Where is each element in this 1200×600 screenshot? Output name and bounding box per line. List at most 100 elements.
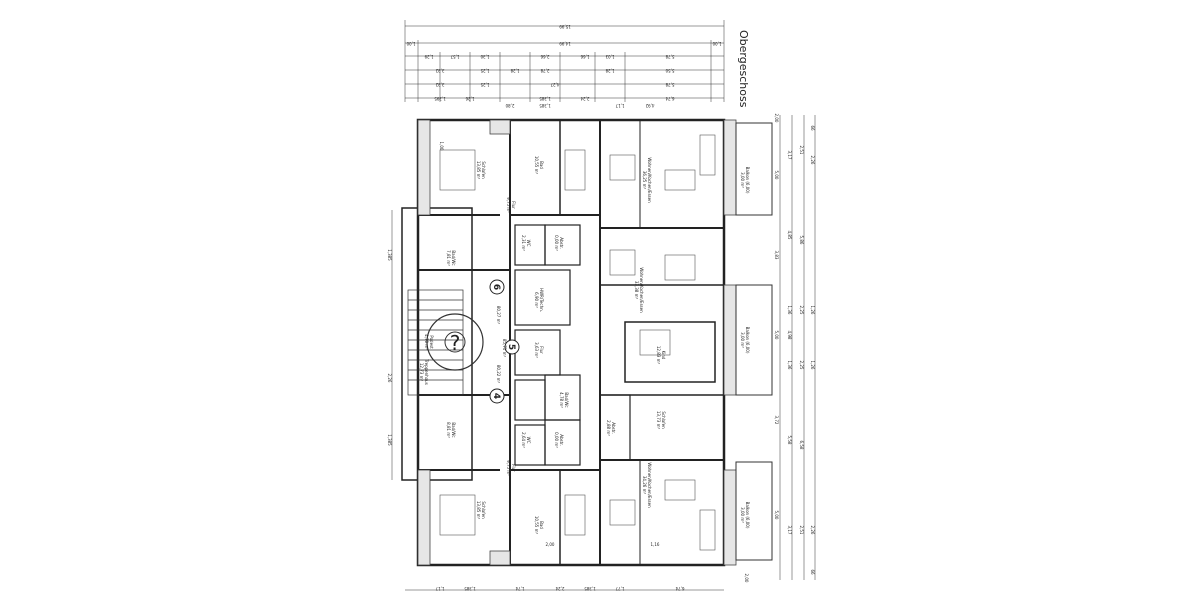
dim-text: 6,74: [665, 96, 674, 101]
unit-number: 5: [506, 344, 516, 350]
dim-text: 2,78: [540, 68, 549, 73]
dim-text: 2,80: [505, 103, 514, 108]
svg-text:6,90 m²: 6,90 m²: [534, 292, 539, 308]
dim-text: 1,26: [810, 306, 815, 315]
dim-text: 1,17: [615, 103, 624, 108]
svg-text:Schlafen: Schlafen: [481, 161, 486, 179]
room-label-bad-wc-top: Bad/Wc 7,81 m²: [446, 250, 456, 266]
svg-text:12,83 m²: 12,83 m²: [656, 346, 661, 365]
room-label-balkon-top: Balkon (6,00) 3,00 m²: [740, 167, 750, 194]
unit-area: 80,22 m²: [496, 365, 501, 384]
svg-text:4,70 m²: 4,70 m²: [424, 334, 429, 350]
dim-text: 5,00: [774, 331, 779, 340]
room-labels: Schlafen 13,85 m² Bad 10,55 m² Wohnen/Ko…: [419, 156, 750, 535]
room-label-flur-mid: Flur 3,63 m²: [534, 342, 544, 358]
bottom-dimension-chain: 1,17 1,385 1,74 2,24 1,385 1,77 6,74: [405, 586, 724, 591]
dim-text: 1,28: [605, 68, 614, 73]
svg-text:2,88 m²: 2,88 m²: [606, 420, 611, 436]
dim-text: 5,50: [665, 68, 674, 73]
dim-text: 2,66: [540, 54, 549, 59]
wall-label: 2,00: [546, 542, 555, 547]
wall-labels: 1,00 2,00 1,16: [439, 142, 660, 547]
svg-text:4,78 m²: 4,78 m²: [559, 392, 564, 408]
svg-text:10,55 m²: 10,55 m²: [534, 156, 539, 175]
dim-text: 2,00: [774, 114, 779, 123]
dim-text: 1,30: [480, 54, 489, 59]
dim-text: 1,74: [515, 586, 524, 591]
unit-area: 85,71 m²: [502, 339, 507, 358]
dim-text: 2,25: [799, 306, 804, 315]
dim-text: 1,29: [424, 54, 433, 59]
left-dimension-chain: 1,385 2,26 1,385: [387, 210, 393, 480]
wall-label: 1,00: [439, 142, 444, 151]
svg-text:Bad/Wc: Bad/Wc: [451, 250, 456, 265]
unit-number: 4: [491, 393, 501, 399]
svg-text:3,00 m²: 3,00 m²: [740, 172, 745, 188]
room-label-kind: Kind 12,83 m²: [656, 346, 666, 365]
balconies: [735, 122, 773, 561]
dim-text: 66: [810, 569, 815, 575]
unit-markers: [489, 279, 520, 404]
dim-text: 1,385: [387, 249, 392, 261]
svg-text:Wohnen/Kochen/Essen: Wohnen/Kochen/Essen: [647, 462, 652, 508]
dim-text: 4,92: [645, 103, 654, 108]
dim-text: 3,17: [787, 526, 792, 535]
dim-text: 1,77: [615, 586, 624, 591]
dim-text: 2,26: [387, 374, 392, 383]
svg-text:Flur: Flur: [511, 464, 516, 472]
svg-text:Schlafen: Schlafen: [481, 501, 486, 519]
dim-text: 5,00: [774, 171, 779, 180]
svg-text:Podest: Podest: [429, 335, 434, 349]
dim-text: 2,26: [810, 156, 815, 165]
svg-text:13,85 m²: 13,85 m²: [476, 501, 481, 520]
dim-text: 5,78: [665, 82, 674, 87]
dim-text: 1,395: [434, 96, 446, 101]
unit-number: 6: [491, 284, 501, 290]
svg-text:3,00 m²: 3,00 m²: [740, 507, 745, 523]
dim-text: 1,03: [605, 54, 614, 59]
svg-text:Flur: Flur: [539, 346, 544, 354]
dim-text: 2,51: [799, 526, 804, 535]
room-label-bad-wc-low: Bad/Wc 8,81 m²: [446, 422, 456, 438]
dim-text: 1,385: [464, 586, 476, 591]
right-dimension-chains: [779, 115, 816, 580]
svg-text:36,25 m²: 36,25 m²: [642, 171, 647, 190]
unit-area: 80,27 m²: [496, 306, 501, 325]
top-dimension-chains: [404, 20, 725, 102]
svg-text:34,26 m²: 34,26 m²: [642, 476, 647, 495]
dim-text: 1,36: [787, 306, 792, 315]
room-label-bad-low: Bad 10,55 m²: [534, 516, 544, 535]
dim-text: 6,74: [675, 586, 684, 591]
top-dimension-texts: 15,99 1,00 14,99 1,00 1,29 1,57 1,30 2,6…: [406, 24, 721, 108]
svg-text:Balkon (6,00): Balkon (6,00): [745, 167, 750, 194]
room-label-balkon-low: Balkon (6,00) 3,00 m²: [740, 502, 750, 529]
svg-text:7,81 m²: 7,81 m²: [446, 250, 451, 266]
plan-title: Obergeschoss: [737, 30, 750, 108]
svg-text:Schlafen: Schlafen: [661, 411, 666, 429]
dim-text: 2,00: [744, 574, 749, 583]
dim-text: 1,26: [465, 96, 474, 101]
svg-text:13,73 m²: 13,73 m²: [656, 411, 661, 430]
dim-text: 2,51: [799, 146, 804, 155]
dim-text: 1,385: [539, 103, 551, 108]
dim-text: 1,00: [712, 41, 721, 46]
dim-text: 1,17: [435, 586, 444, 591]
room-label-wohnen-mid: Wohnen/Kochen/Essen 33,38 m²: [634, 267, 644, 313]
svg-text:Bad/Wc: Bad/Wc: [451, 422, 456, 437]
wall-label: 1,16: [651, 542, 660, 547]
hatched-walls: [417, 119, 737, 566]
svg-text:0,00 m²: 0,00 m²: [554, 432, 559, 448]
svg-text:0,00 m²: 0,00 m²: [554, 235, 559, 251]
dim-text: 2,25: [799, 361, 804, 370]
svg-text:2,31 m²: 2,31 m²: [521, 235, 526, 251]
svg-text:8,81 m²: 8,81 m²: [446, 422, 451, 438]
svg-text:HWR/Techn.: HWR/Techn.: [539, 288, 544, 312]
svg-text:Abstr.: Abstr.: [559, 434, 564, 445]
room-label-flur-top: Flur 9,75 m²: [506, 197, 516, 213]
dim-text: 2,24: [555, 586, 564, 591]
dim-text: 3,72: [774, 416, 779, 425]
svg-text:WC: WC: [526, 437, 531, 444]
svg-text:10,55 m²: 10,55 m²: [534, 516, 539, 535]
room-label-wc-top: WC 2,31 m²: [521, 235, 531, 251]
